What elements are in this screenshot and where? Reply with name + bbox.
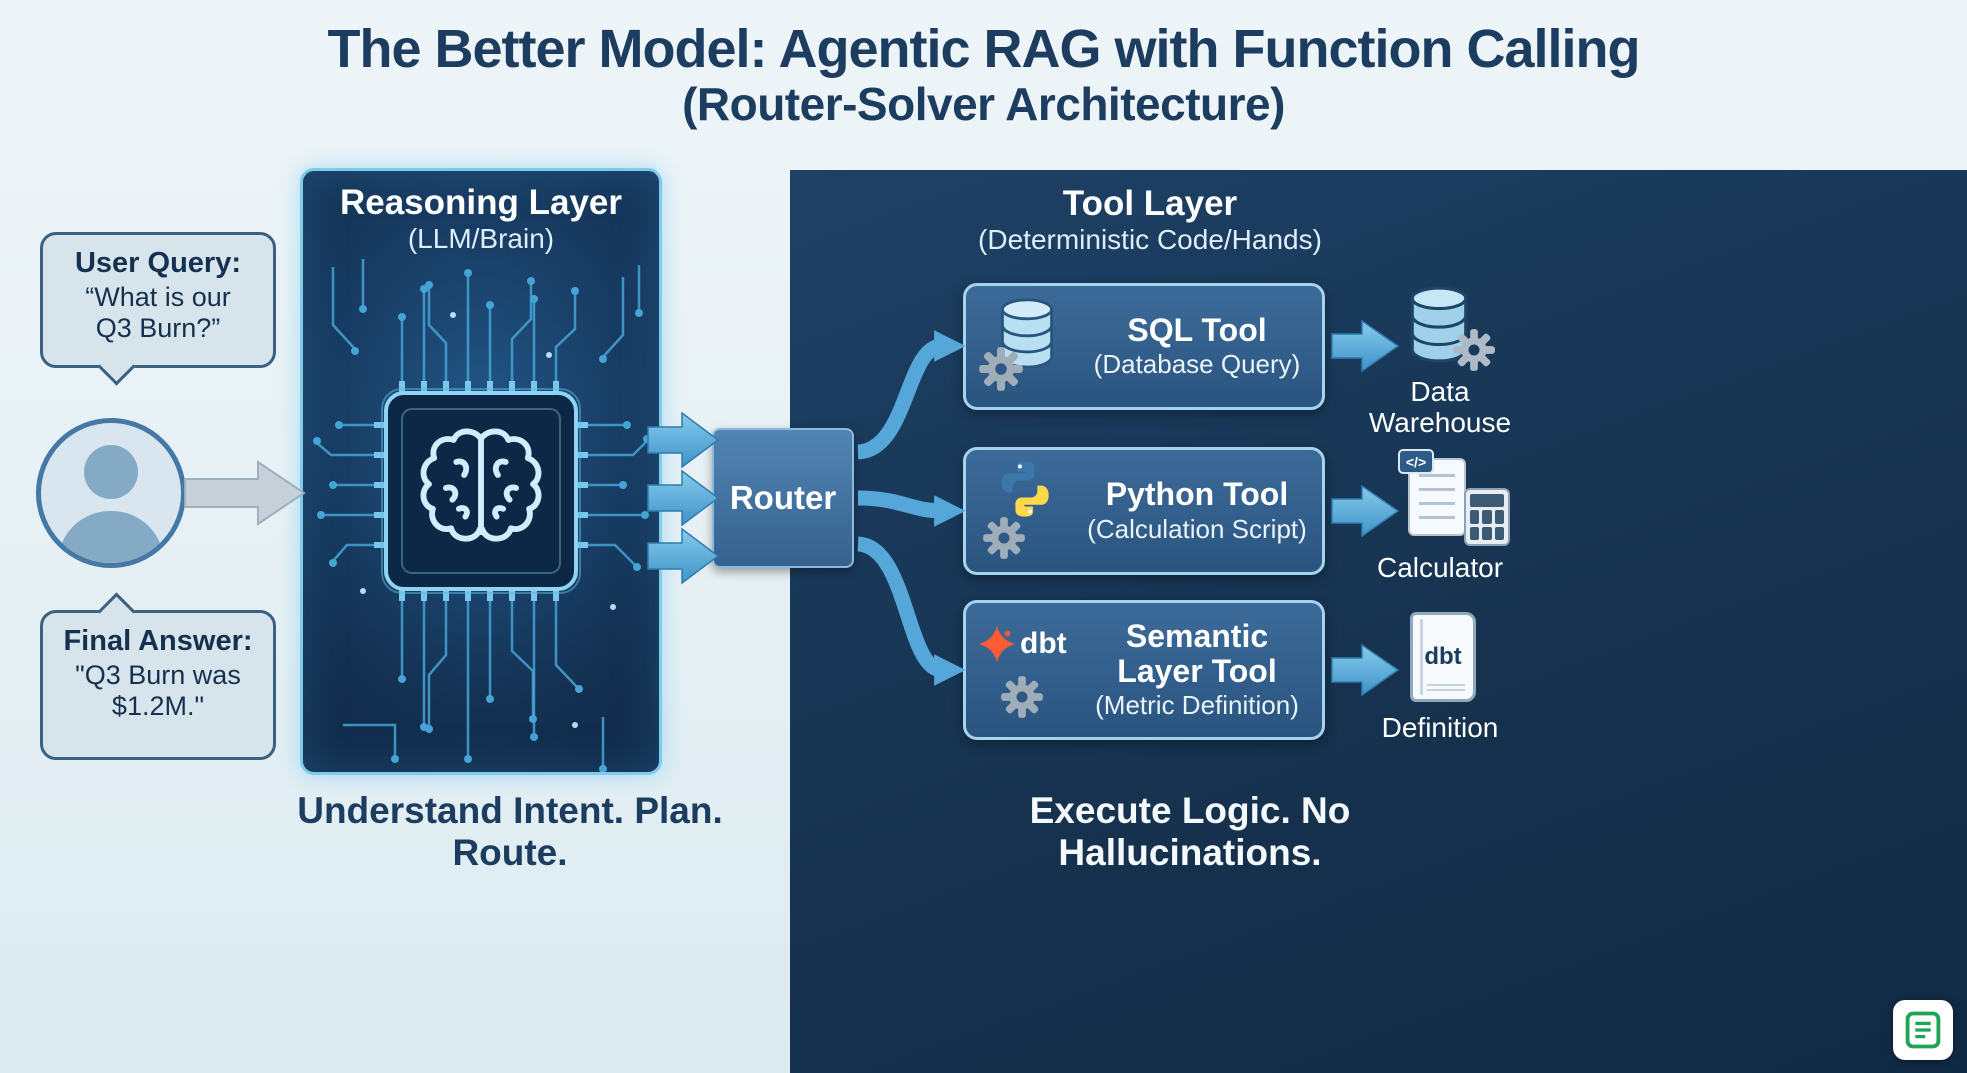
semantic-tool-icons: dbt bbox=[978, 609, 1080, 731]
user-avatar bbox=[36, 418, 186, 568]
python-tool-name: Python Tool bbox=[1105, 476, 1289, 513]
document-list-icon bbox=[1905, 1011, 1941, 1049]
gear-icon bbox=[1452, 328, 1496, 372]
user-query-label: User Query: bbox=[74, 247, 241, 279]
user-query-bubble: User Query: “What is our Q3 Burn?” bbox=[40, 232, 276, 368]
title-line1: The Better Model: Agentic RAG with Funct… bbox=[327, 19, 1641, 79]
reasoning-layer-panel: Reasoning Layer (LLM/Brain) bbox=[300, 168, 662, 775]
tool-layer-panel: Tool Layer (Deterministic Code/Hands) SQ… bbox=[790, 170, 1967, 1073]
python-logo-icon bbox=[1001, 461, 1049, 517]
final-answer-bubble: Final Answer: "Q3 Burn was $1.2M." bbox=[40, 610, 276, 760]
user-query-text: “What is our Q3 Burn?” bbox=[85, 282, 231, 344]
data-warehouse-label: Data Warehouse bbox=[1368, 376, 1512, 439]
reasoning-layer-subtitle: (LLM/Brain) bbox=[407, 223, 555, 254]
router-box: Router bbox=[712, 428, 854, 568]
calculator-label: Calculator bbox=[1376, 552, 1504, 583]
gear-icon bbox=[1000, 675, 1044, 719]
dbt-book-text: dbt bbox=[1424, 643, 1462, 670]
calculator-icon: </> bbox=[1398, 449, 1512, 546]
tool-caption: Execute Logic. No Hallucinations. bbox=[1029, 790, 1351, 873]
circuit-board-graphic bbox=[303, 255, 659, 772]
dbt-logo-icon bbox=[978, 625, 1016, 663]
python-tool-box: Python Tool (Calculation Script) bbox=[963, 447, 1325, 575]
sql-tool-icons bbox=[978, 292, 1080, 401]
tool-layer-header: Tool Layer (Deterministic Code/Hands) bbox=[935, 184, 1365, 256]
definition-label: Definition bbox=[1381, 712, 1499, 743]
reasoning-layer-header: Reasoning Layer (LLM/Brain) bbox=[303, 171, 659, 255]
sql-tool-name: SQL Tool bbox=[1127, 311, 1267, 348]
code-badge: </> bbox=[1398, 449, 1434, 474]
notes-badge bbox=[1893, 1000, 1953, 1060]
dbt-logo-text: dbt bbox=[1020, 627, 1067, 660]
final-answer-label: Final Answer: bbox=[63, 625, 253, 657]
chip-inner-frame bbox=[401, 408, 561, 574]
chip-outer-glow bbox=[381, 388, 581, 594]
semantic-tool-name: Semantic Layer Tool bbox=[1117, 617, 1277, 689]
gear-icon bbox=[982, 516, 1026, 560]
sql-tool-box: SQL Tool (Database Query) bbox=[963, 283, 1325, 410]
reasoning-layer-title: Reasoning Layer bbox=[339, 183, 623, 222]
semantic-tool-text: Semantic Layer Tool (Metric Definition) bbox=[1080, 619, 1314, 721]
semantic-tool-box: dbt Semantic Layer Tool (Metric Definiti… bbox=[963, 600, 1325, 740]
chip-pins bbox=[374, 381, 588, 601]
avatar-head bbox=[84, 445, 138, 499]
final-answer-text: "Q3 Burn was $1.2M." bbox=[75, 660, 241, 722]
circuit-traces bbox=[316, 259, 648, 767]
brain-icon bbox=[420, 428, 542, 542]
reasoning-caption: Understand Intent. Plan. Route. bbox=[297, 790, 723, 873]
dbt-book-icon: dbt bbox=[1410, 612, 1476, 702]
calculator-keypad-icon bbox=[1464, 488, 1510, 546]
avatar-body bbox=[58, 511, 164, 563]
sql-tool-detail: (Database Query) bbox=[1093, 349, 1301, 380]
tool-layer-subtitle: (Deterministic Code/Hands) bbox=[978, 224, 1322, 255]
python-tool-icons bbox=[978, 456, 1080, 566]
diagram-title: The Better Model: Agentic RAG with Funct… bbox=[0, 19, 1967, 131]
python-tool-detail: (Calculation Script) bbox=[1087, 513, 1307, 544]
python-tool-text: Python Tool (Calculation Script) bbox=[1080, 477, 1314, 545]
tool-layer-title: Tool Layer bbox=[1062, 184, 1238, 223]
sql-tool-text: SQL Tool (Database Query) bbox=[1080, 313, 1314, 381]
document-lines bbox=[1419, 474, 1455, 524]
title-line2: (Router-Solver Architecture) bbox=[682, 78, 1285, 131]
semantic-tool-detail: (Metric Definition) bbox=[1095, 690, 1299, 721]
user-to-reasoning-arrow bbox=[184, 460, 306, 526]
circuit-terminals bbox=[313, 269, 651, 772]
gear-icon bbox=[978, 346, 1024, 392]
